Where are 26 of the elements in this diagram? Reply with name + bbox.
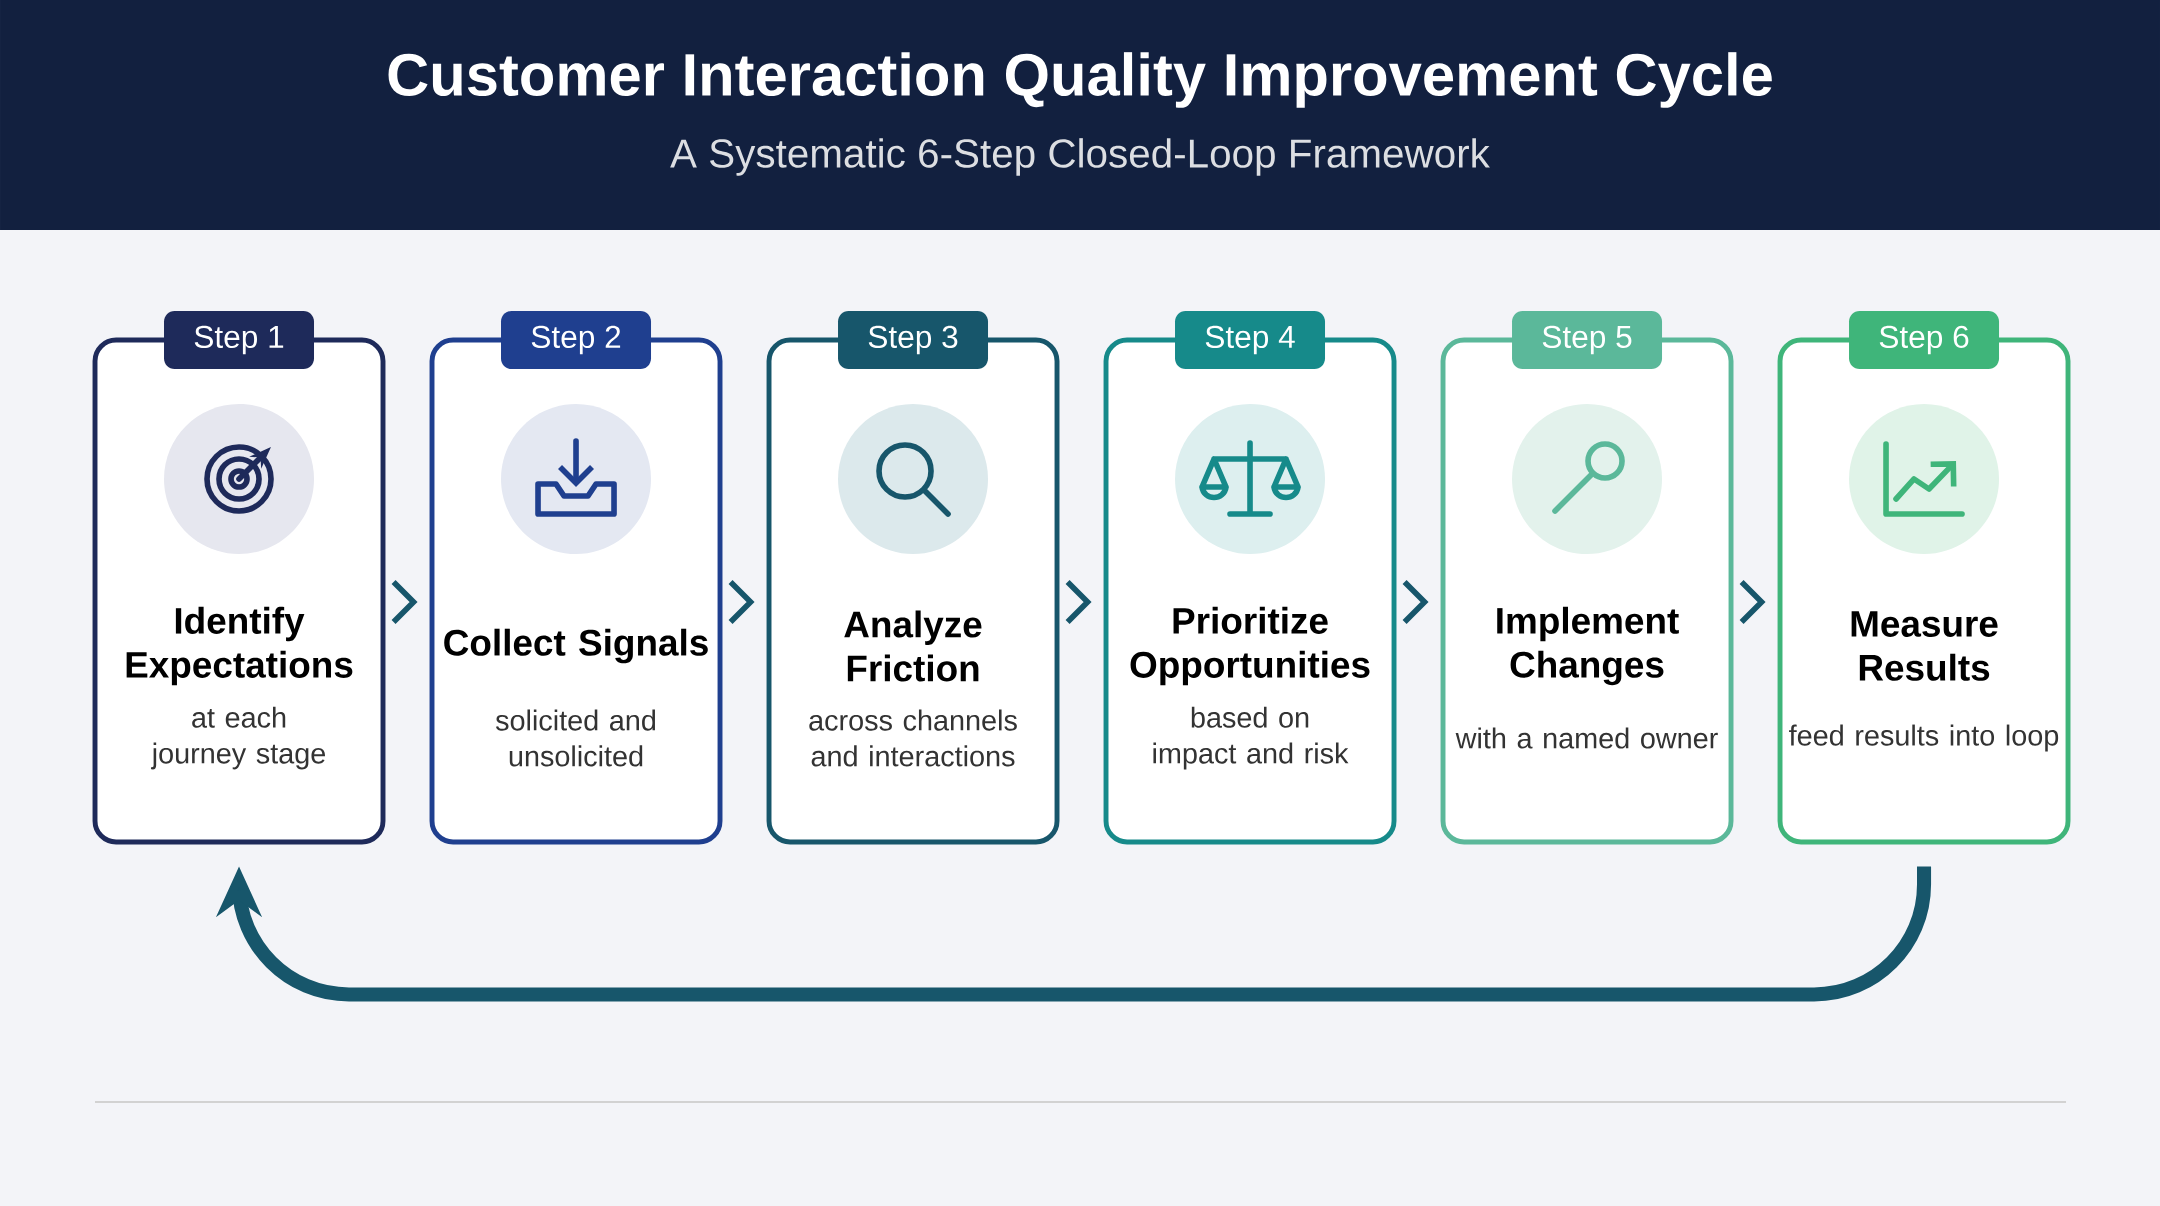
card-description: with a named owner bbox=[1455, 727, 1718, 749]
card-title: Identify Expectations bbox=[126, 606, 353, 686]
card-description: at each journey stage bbox=[151, 706, 326, 770]
card-title: Measure Results bbox=[1851, 611, 1998, 681]
step-badge: Step 3 bbox=[838, 311, 988, 369]
subtitle: A Systematic 6-Step Closed-Loop Framework bbox=[670, 138, 1490, 176]
title: Customer Interaction Quality Improvement Cycle bbox=[388, 52, 1772, 108]
step-badge: Step 2 bbox=[501, 311, 651, 369]
arrow bbox=[1739, 580, 1766, 624]
card-title: Analyze Friction bbox=[844, 610, 982, 682]
arrow bbox=[1402, 580, 1429, 624]
step-badge: Step 5 bbox=[1512, 311, 1663, 369]
step-badge: Step 6 bbox=[1849, 311, 1999, 369]
card-title: Implement Changes bbox=[1497, 606, 1679, 686]
step-badge: Step 4 bbox=[1175, 311, 1325, 369]
arrow bbox=[215, 866, 1932, 1002]
arrow bbox=[728, 580, 755, 624]
step-badge: Step 1 bbox=[164, 311, 314, 369]
card-description: based on impact and risk bbox=[1153, 706, 1349, 770]
arrow bbox=[391, 580, 418, 624]
card-title: Collect Signals bbox=[444, 628, 708, 664]
card-description: solicited and unsolicited bbox=[495, 709, 655, 767]
card-description: across channels and interactions bbox=[809, 709, 1017, 767]
card-description: feed results into loop bbox=[1789, 724, 2059, 752]
arrow bbox=[1065, 580, 1092, 624]
card-title: Prioritize Opportunities bbox=[1130, 606, 1370, 686]
